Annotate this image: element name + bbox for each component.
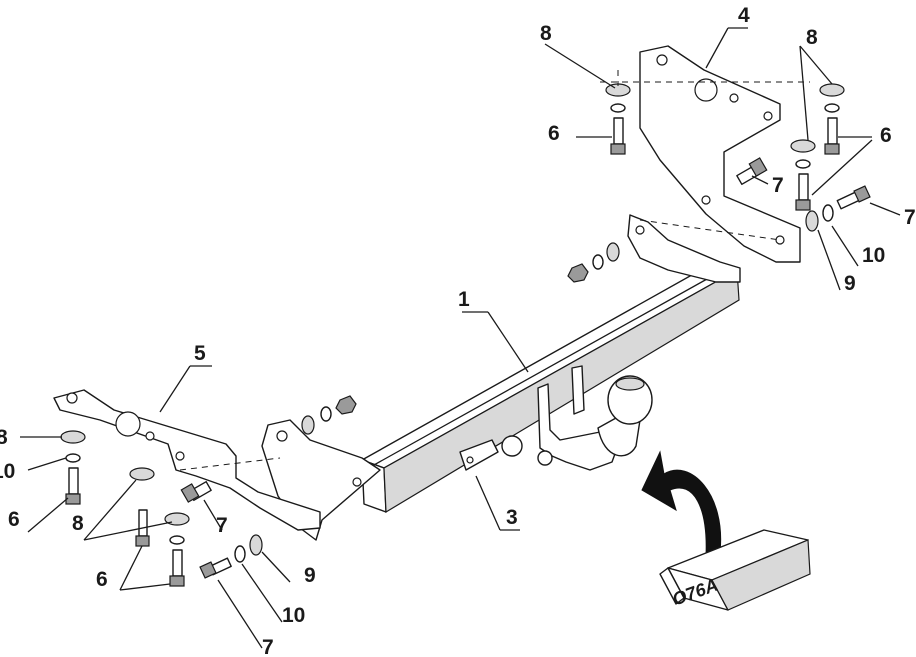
callout-8-left: 8 <box>0 426 8 449</box>
left-frame-bracket <box>53 389 321 531</box>
callout-8-top-right: 8 <box>806 26 818 49</box>
callout-8-bottom: 8 <box>72 512 84 535</box>
fasteners-right <box>567 70 871 283</box>
callout-6-top-right: 6 <box>880 124 892 147</box>
callout-8-top-left: 8 <box>540 22 552 45</box>
callout-7-upper-middle: 7 <box>772 174 784 197</box>
callout-7-far-right: 7 <box>904 206 916 229</box>
callout-10-bottom: 10 <box>282 604 305 627</box>
tow-ball-assembly <box>459 365 653 471</box>
right-frame-bracket <box>600 45 810 263</box>
callout-1: 1 <box>458 288 470 311</box>
model-stamp-box <box>659 529 811 611</box>
callout-3: 3 <box>506 506 518 529</box>
callout-4: 4 <box>738 4 750 27</box>
callout-6-bottom: 6 <box>96 568 108 591</box>
callout-6-left: 6 <box>8 508 20 531</box>
callout-7-bottom: 7 <box>262 636 274 657</box>
left-beam-bracket <box>261 419 381 541</box>
callout-9-right: 9 <box>844 272 856 295</box>
callout-7-left: 7 <box>216 514 228 537</box>
direction-arrow <box>641 450 722 557</box>
callout-9-left: 9 <box>304 564 316 587</box>
callout-10-left: 10 <box>0 460 15 483</box>
callout-6-top-left: 6 <box>548 122 560 145</box>
leader-lines <box>20 27 901 649</box>
fasteners-left <box>60 395 357 587</box>
callout-5: 5 <box>194 342 206 365</box>
callout-10-right: 10 <box>862 244 885 267</box>
right-beam-bracket <box>627 214 741 283</box>
